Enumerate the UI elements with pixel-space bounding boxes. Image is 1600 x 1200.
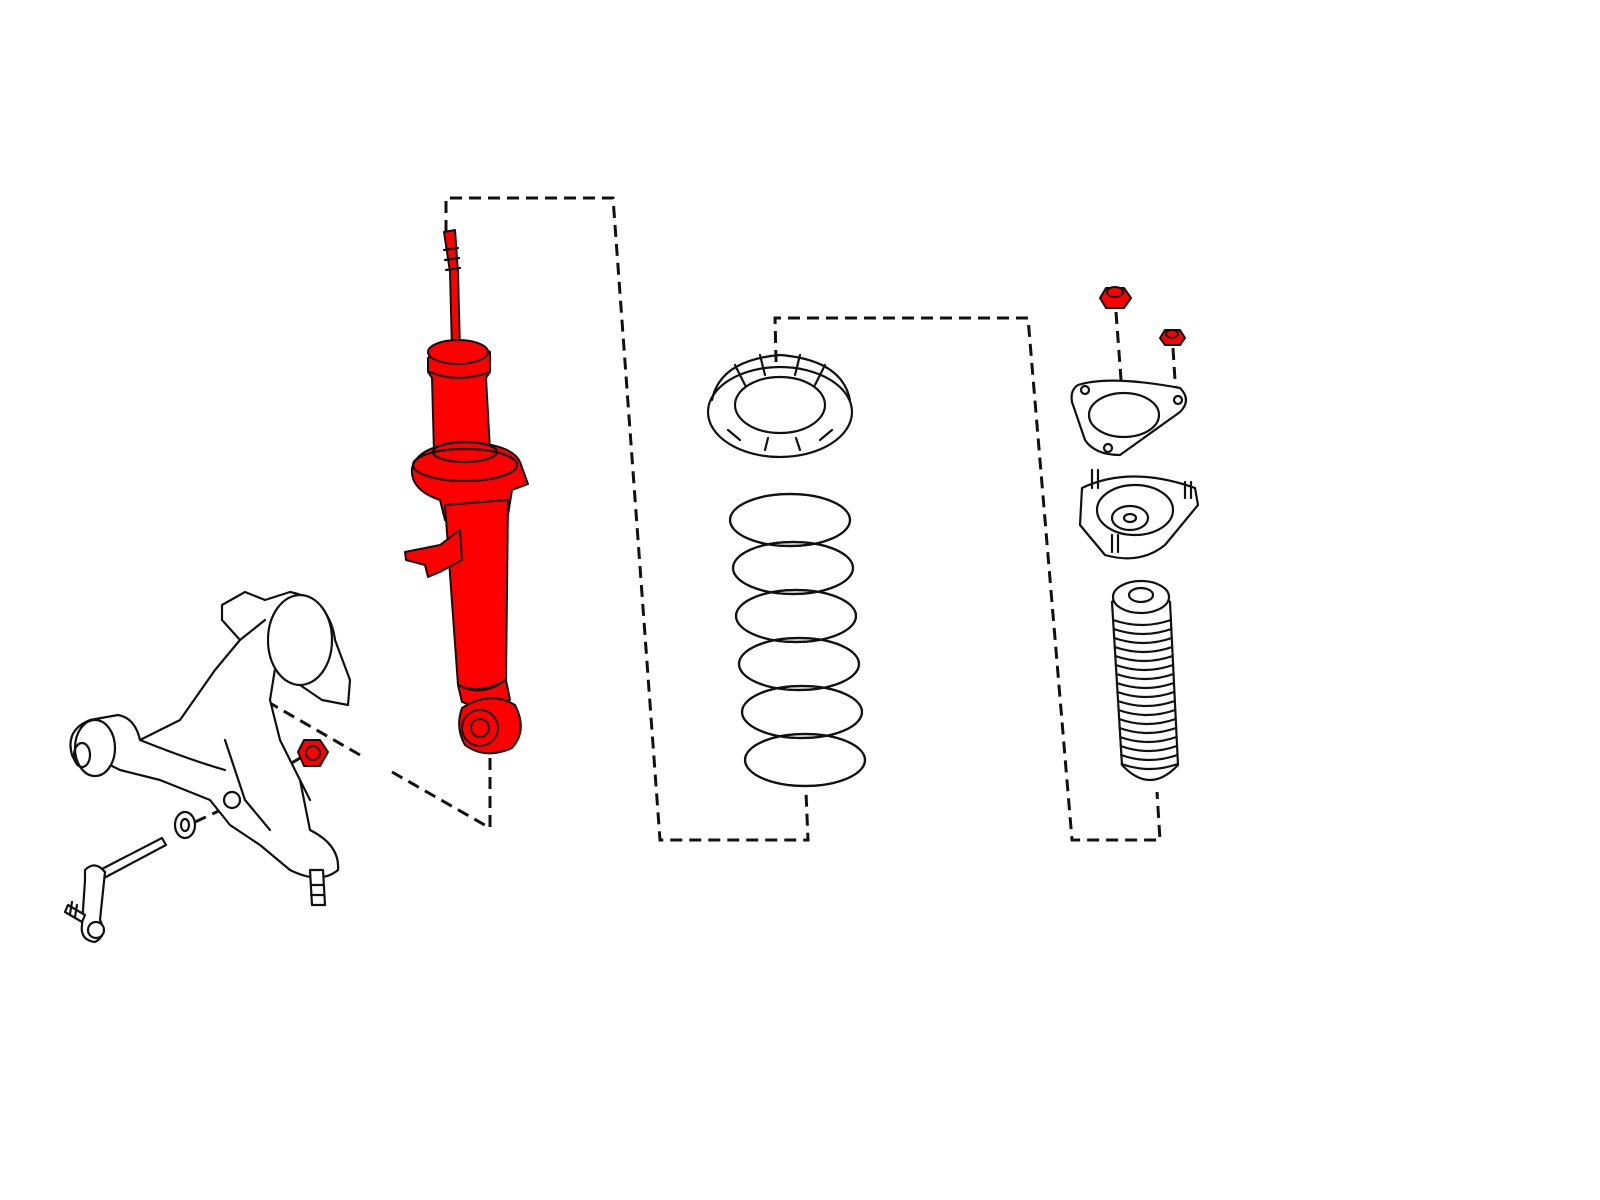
coil-spring[interactable] [728, 492, 867, 788]
spring-coil-highlight [728, 492, 852, 548]
boot-ridge [1113, 645, 1174, 654]
stabilizer-link[interactable] [63, 836, 168, 944]
boot-ridge [1116, 690, 1176, 699]
boot-ridge [1117, 717, 1177, 726]
boot-ridge [1116, 699, 1176, 708]
upper-mount-plate[interactable] [1070, 379, 1188, 457]
guide-line-seat-boot [773, 316, 1162, 842]
boot-ridge [1112, 618, 1173, 627]
boot-ridge [1118, 726, 1178, 735]
lower-control-arm[interactable] [69, 590, 352, 907]
washer[interactable] [173, 810, 197, 840]
guide-line-shock-spring [444, 196, 810, 842]
boot-ridge [1117, 708, 1177, 717]
boot-ridge [1120, 753, 1179, 762]
bump-stop-boot[interactable] [1110, 579, 1180, 781]
spring-coil-highlight [734, 588, 858, 644]
boot-ridge [1120, 762, 1179, 771]
spring-coil-highlight [743, 732, 867, 788]
spring-coil-highlight [737, 636, 861, 692]
mount-nut[interactable] [1099, 286, 1132, 309]
shock-absorber[interactable] [404, 229, 529, 755]
mount-nut[interactable] [1159, 329, 1186, 346]
boot-ridge [1114, 654, 1174, 663]
strut-mount[interactable] [1078, 468, 1200, 560]
upper-spring-seat[interactable] [706, 353, 854, 459]
boot-ridge [1114, 663, 1175, 672]
spring-coil-highlight [731, 540, 855, 596]
boot-ridge [1115, 681, 1176, 690]
spring-coil-highlight [740, 684, 864, 740]
boot-ridge [1112, 627, 1173, 636]
boot-ridge [1113, 636, 1173, 645]
boot-ridge [1119, 744, 1178, 753]
boot-ridge [1118, 735, 1178, 744]
assembly-guide-lines [194, 196, 1178, 842]
lower-bolt-nut[interactable] [297, 739, 329, 767]
boot-ridge [1115, 672, 1175, 681]
